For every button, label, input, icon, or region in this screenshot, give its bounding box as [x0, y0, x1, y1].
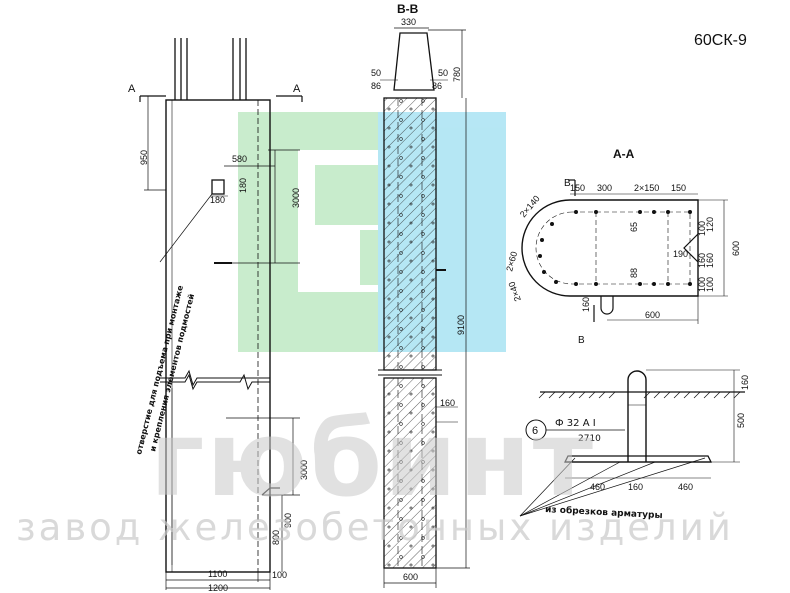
dim-aa-2x60: 2×60 [504, 250, 519, 272]
dim-aa-600-vertical: 600 [731, 241, 741, 256]
dim-3000-upper: 3000 [291, 188, 301, 208]
dim-580: 580 [232, 154, 247, 164]
dim-aa-100-mid: 100 [697, 277, 707, 292]
section-a-marker-left: А [128, 83, 136, 95]
dim-100: 100 [272, 570, 287, 580]
dim-1100: 1100 [208, 569, 227, 579]
dim-aa-190: 190 [673, 249, 688, 259]
section-vv-title: В-В [397, 2, 419, 16]
dim-detail-500: 500 [736, 413, 746, 428]
detail-bar-label: Ф 32 А I [555, 418, 596, 429]
dim-9100: 9100 [456, 315, 466, 335]
sheet-title: 60СК-9 [694, 32, 747, 49]
dim-330: 330 [401, 17, 416, 27]
dim-aa-2x150: 2×150 [634, 183, 659, 193]
section-vv: В-В 330 50 86 50 86 780 160 9100 [371, 2, 470, 588]
dim-aa-2x40: 2×40 [507, 280, 523, 302]
dim-aa-100-bot: 100 [705, 277, 715, 292]
dim-aa-100-top: 100 [697, 221, 707, 236]
dim-600-vv: 600 [403, 572, 418, 582]
dim-detail-160-mid: 160 [628, 482, 643, 492]
dim-aa-300: 300 [597, 183, 612, 193]
dim-aa-88: 88 [629, 268, 639, 278]
dim-3000-lower: 3000 [299, 460, 309, 480]
dim-180-vertical: 180 [238, 178, 248, 193]
dim-50-left: 50 [371, 68, 381, 78]
dim-1200: 1200 [208, 583, 228, 593]
dim-aa-600-horizontal: 600 [645, 310, 660, 320]
dim-aa-120: 120 [705, 217, 715, 232]
dim-780: 780 [452, 67, 462, 82]
dim-aa-160-a: 160 [697, 253, 707, 268]
dim-aa-65: 65 [629, 222, 639, 232]
dim-160-vv: 160 [440, 398, 455, 408]
watermark-big-text: гюбинт [150, 398, 595, 520]
watermark-small-text: завод железобетонных изделий [16, 506, 734, 549]
dim-180-horizontal: 180 [210, 195, 225, 205]
detail-number: 6 [532, 425, 538, 437]
dim-aa-150-right: 150 [671, 183, 686, 193]
section-b-marker-top: В [564, 178, 571, 189]
section-aa-title: А-А [613, 147, 635, 161]
dim-950: 950 [139, 150, 149, 165]
dim-900: 900 [283, 513, 293, 528]
dim-detail-460-left: 460 [590, 482, 605, 492]
dim-86-right: 86 [432, 81, 442, 91]
dim-aa-150-left: 150 [570, 183, 585, 193]
dim-50-right: 50 [438, 68, 448, 78]
section-aa: А-А В В 150 300 2×150 150 2× [504, 147, 741, 346]
section-a-marker-right: А [293, 83, 301, 95]
dim-detail-160: 160 [740, 375, 750, 390]
dim-800: 800 [271, 530, 281, 545]
dim-86-left: 86 [371, 81, 381, 91]
section-b-marker-bottom: В [578, 335, 585, 346]
dim-detail-460-right: 460 [678, 482, 693, 492]
dim-aa-160-bottom: 160 [581, 297, 591, 312]
dim-aa-160-b: 160 [705, 253, 715, 268]
detail-bar-length: 2710 [578, 434, 601, 444]
dim-aa-2x140: 2×140 [518, 193, 542, 219]
